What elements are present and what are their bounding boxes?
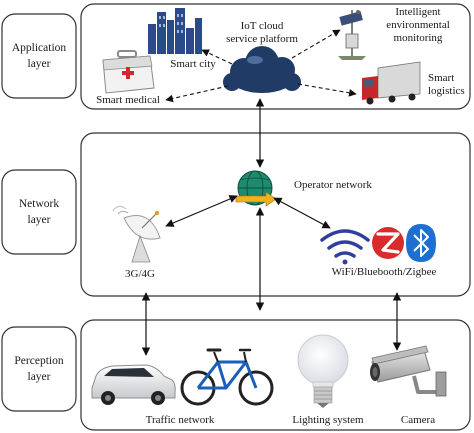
- truck-icon: [362, 61, 421, 105]
- application-layer-label: Application layer: [2, 40, 76, 72]
- arrow-cloud-to-medical: [165, 85, 229, 103]
- application-layer-line1: Application: [11, 42, 67, 54]
- wifi-dot: [342, 259, 348, 265]
- cloud-connections: [165, 29, 357, 103]
- perception-panel: [80, 319, 471, 431]
- zigbee-icon: [372, 227, 404, 259]
- perception-layer-line1: Perception: [14, 355, 64, 367]
- arrow-operator-cellular: [165, 195, 238, 227]
- perception-layer-line2: layer: [27, 371, 51, 383]
- traffic-network-label: Traffic network: [145, 414, 215, 426]
- environmental-monitoring-icon: [338, 10, 366, 60]
- cloud-platform-line1: IoT cloud: [240, 20, 284, 32]
- environmental-line3: monitoring: [393, 32, 443, 44]
- perception-layer-box: [1, 326, 77, 412]
- smart-city-label: Smart city: [170, 58, 216, 70]
- environmental-line1: Intelligent: [395, 6, 441, 18]
- arrow-cloud-to-environment: [291, 29, 341, 59]
- medical-kit-icon: [102, 50, 155, 94]
- arrow-operator-wireless: [273, 197, 331, 229]
- security-camera-icon: [370, 345, 447, 397]
- car-icon: [91, 364, 176, 405]
- camera-label: Camera: [400, 414, 436, 426]
- operator-globe-icon: [235, 170, 277, 207]
- network-layer-line1: Network: [18, 198, 60, 210]
- cellular-label: 3G/4G: [125, 268, 155, 280]
- application-layer-line2: layer: [27, 58, 51, 70]
- smart-logistics-line1: Smart: [428, 72, 455, 84]
- cloud-platform-line2: service platform: [226, 33, 298, 45]
- network-layer-label: Network layer: [2, 196, 76, 228]
- smart-medical-label: Smart medical: [96, 94, 160, 106]
- network-layer-line2: layer: [27, 214, 51, 226]
- light-bulb-icon: [297, 334, 349, 408]
- network-layer-box: [1, 169, 77, 255]
- wireless-label: WiFi/Bluebooth/Zigbee: [331, 266, 437, 278]
- bicycle-icon: [180, 348, 274, 406]
- smart-logistics-label: Smart logistics: [428, 72, 472, 98]
- cloud-icon: [223, 46, 301, 93]
- perception-layer-label: Perception layer: [2, 353, 76, 385]
- environmental-line2: environmental: [386, 19, 450, 31]
- arrow-cloud-to-logistics: [297, 83, 357, 97]
- wifi-icon: [320, 229, 370, 258]
- arrow-cloud-to-city: [201, 49, 233, 65]
- lighting-system-label: Lighting system: [292, 414, 364, 426]
- smart-logistics-line2: logistics: [428, 85, 465, 97]
- network-connections: [141, 98, 402, 356]
- application-layer-box: [1, 13, 77, 99]
- satellite-dish-icon: [112, 205, 161, 263]
- cloud-platform-label: IoT cloud service platform: [212, 20, 312, 46]
- operator-network-label: Operator network: [294, 179, 372, 191]
- environmental-monitoring-label: Intelligent environmental monitoring: [364, 6, 472, 45]
- smart-city-icon: [148, 8, 202, 54]
- bluetooth-icon: [406, 224, 436, 262]
